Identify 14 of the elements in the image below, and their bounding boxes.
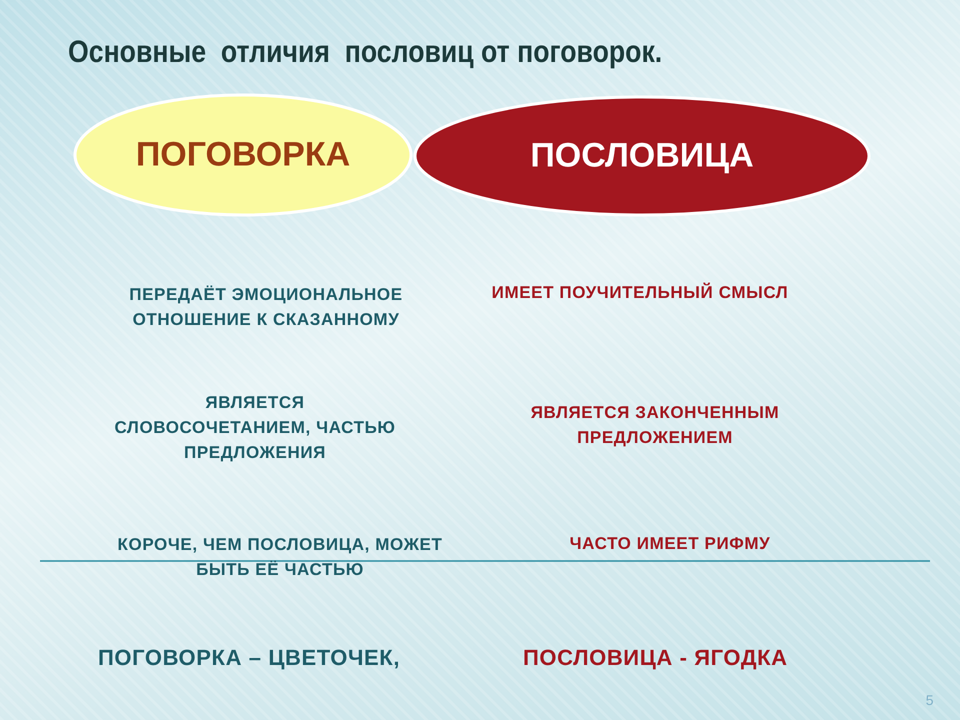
text-label: ПЕРЕДАЁТ ЭМОЦИОНАЛЬНОЕ ОТНОШЕНИЕ К СКАЗАННОМУ [128, 284, 404, 331]
ellipse-node [413, 95, 871, 217]
ellipse-node [73, 93, 413, 217]
text-label: ЯВЛЯЕТСЯ ЗАКОНЧЕННЫМ ПРЕДЛОЖЕНИЕМ [530, 402, 780, 449]
text-label: ЧАСТО ИМЕЕТ РИФМУ [568, 533, 772, 555]
text-label: ПОГОВОРКА – ЦВЕТОЧЕК, [98, 645, 402, 670]
page-number: 5 [924, 691, 936, 710]
text-label: ЯВЛЯЕТСЯ СЛОВОСОЧЕТАНИЕМ, ЧАСТЬЮ ПРЕДЛОЖЕНИЯ [113, 392, 397, 464]
title: Основные отличия пословиц от поговорок. [68, 34, 662, 70]
node-label: ПОСЛОВИЦА [530, 136, 754, 176]
text-label: ИМЕЕТ ПОУЧИТЕЛЬНЫЙ СМЫСЛ [490, 282, 790, 304]
node-label: ПОГОВОРКА [136, 136, 350, 174]
text-label: ПОСЛОВИЦА - ЯГОДКА [523, 645, 789, 670]
text-label: КОРОЧЕ, ЧЕМ ПОСЛОВИЦА, МОЖЕТ БЫТЬ ЕЁ ЧАСТЬЮ [116, 534, 444, 581]
